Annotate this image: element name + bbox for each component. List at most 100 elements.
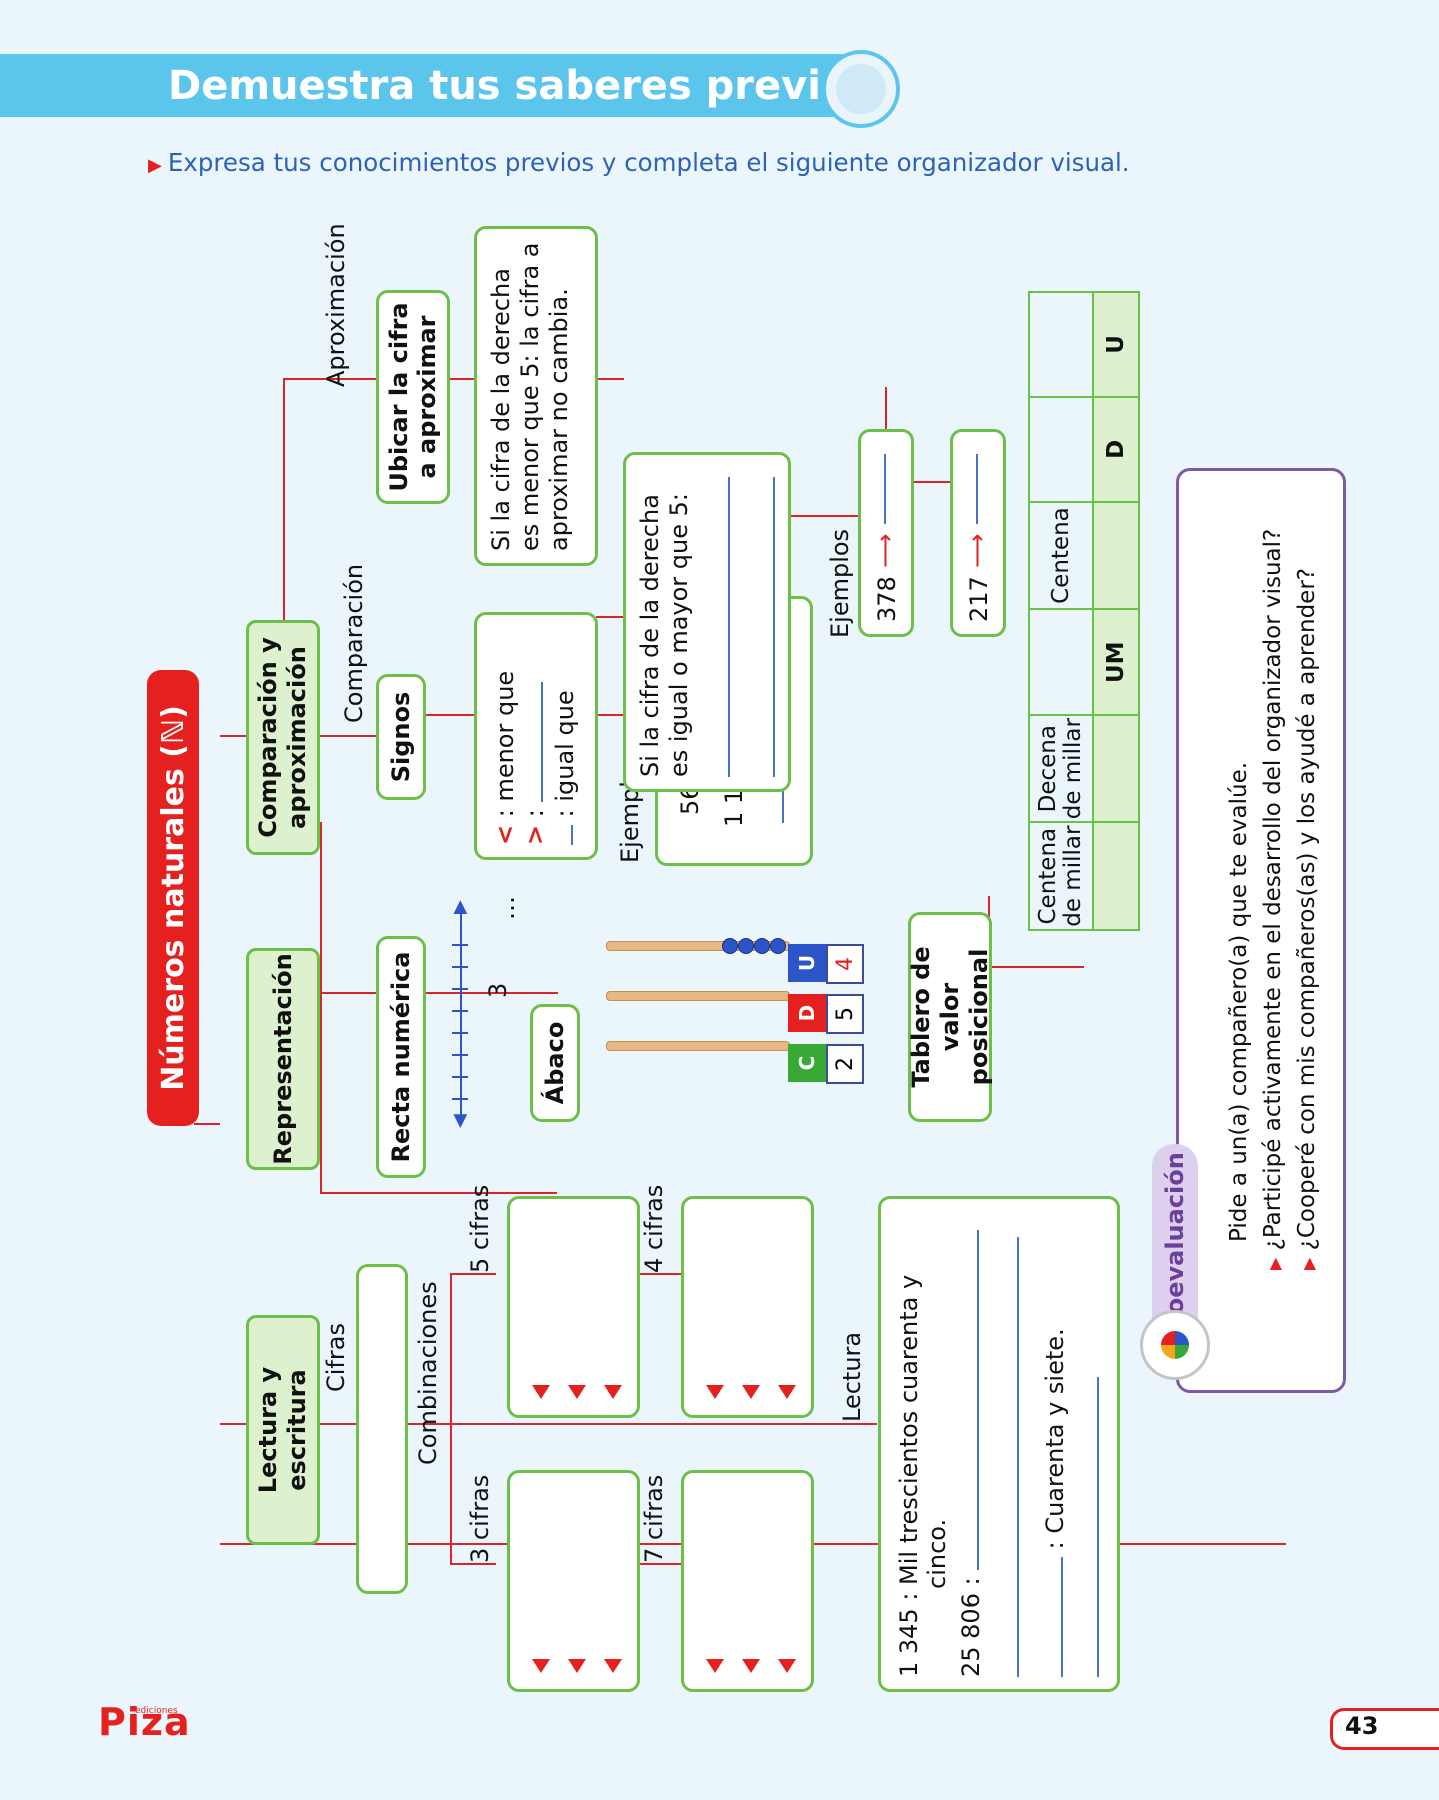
- col-um: UM: [1093, 609, 1139, 716]
- page-number: 43: [1345, 1712, 1379, 1740]
- arrow-right-icon: ⟶: [871, 533, 899, 568]
- sign-lt: <: [491, 824, 519, 845]
- arrow-left-icon: ◀: [449, 1114, 470, 1128]
- box-7-cifras[interactable]: [681, 1470, 814, 1692]
- reading-box: 1 345 : Mil trescientos cuarenta y cinco…: [878, 1196, 1120, 1692]
- example-378: 378 ⟶: [858, 429, 914, 637]
- connector: [450, 1273, 496, 1275]
- col-centena: Centena: [1029, 501, 1094, 610]
- coev-q2: ▶ ¿Cooperé con mis compañeros(as) y los …: [1294, 568, 1320, 1270]
- label-comparacion: Comparación: [340, 563, 368, 723]
- rule-1: Si la cifra de la derecha es menor que 5…: [474, 226, 598, 566]
- box-5-cifras[interactable]: [507, 1196, 640, 1418]
- col-u: U: [1093, 292, 1139, 397]
- page-number-box: [1330, 1708, 1439, 1750]
- cifras-answer-box[interactable]: [356, 1264, 408, 1594]
- connector: [320, 992, 558, 994]
- connector: [220, 1423, 246, 1425]
- abacus-rod: [606, 991, 790, 1001]
- lt-text: menor que: [491, 670, 519, 802]
- coevaluacion-box: Pide a un(a) compañero(a) que te evalúe.…: [1176, 468, 1346, 1393]
- label-aproximacion: Aproximación: [322, 223, 350, 387]
- reading-line-3: : Cuarenta y siete.: [1041, 1328, 1070, 1677]
- box-4-cifras[interactable]: [681, 1196, 814, 1418]
- publisher-logo: Piza: [98, 1700, 191, 1744]
- page-title: Demuestra tus saberes previos: [168, 63, 873, 109]
- label-lectura: Lectura: [838, 1331, 866, 1422]
- connector: [424, 714, 474, 716]
- abacus-bead: [770, 938, 786, 954]
- node-comparacion: Comparación y aproximación: [246, 620, 320, 855]
- box-3-cifras[interactable]: [507, 1470, 640, 1692]
- bullet-icon: ▶: [148, 155, 162, 176]
- header-bar: [0, 54, 850, 117]
- reading-line-1b: cinco.: [923, 1518, 951, 1589]
- label-7-cifras: 7 cifras: [640, 1474, 668, 1563]
- arrow-right-icon: ▶: [449, 900, 470, 914]
- node-lectura: Lectura y escritura: [246, 1315, 320, 1545]
- connector: [596, 378, 624, 380]
- abacus-bead: [738, 938, 754, 954]
- connector: [194, 1123, 220, 1125]
- sign-gt: >: [521, 824, 549, 845]
- col-d: D: [1093, 396, 1139, 502]
- instruction-text: Expresa tus conocimientos previos y comp…: [167, 148, 1130, 177]
- rule-2: Si la cifra de la derecha es igual o may…: [623, 452, 791, 792]
- instruction: ▶Expresa tus conocimientos previos y com…: [148, 148, 1130, 177]
- connector: [320, 822, 322, 1194]
- place-value-table: Centena de millar Decena de millar Cente…: [1028, 291, 1140, 931]
- node-tablero: Tablero de valor posicional: [907, 912, 993, 1122]
- team-icon: [1140, 1310, 1210, 1380]
- label-4-cifras: 4 cifras: [640, 1184, 668, 1273]
- bullet-icon: ▶: [1265, 1257, 1284, 1270]
- connector: [450, 1563, 496, 1565]
- node-ubicar: Ubicar la cifra a aproximar: [376, 290, 450, 504]
- reading-line-1: 1 345 : Mil trescientos cuarenta y: [895, 1274, 923, 1677]
- connector: [640, 1273, 685, 1275]
- digit-u: 4: [826, 944, 864, 984]
- node-recta: Recta numérica: [376, 936, 426, 1178]
- connector: [220, 735, 246, 737]
- reading-line-2b: [997, 1237, 1026, 1677]
- cube-c: C: [788, 1044, 826, 1082]
- label-ejemplos-2: Ejemplos: [826, 528, 854, 638]
- cube-d: D: [788, 994, 826, 1032]
- col-centena-millar: Centena de millar: [1029, 822, 1094, 930]
- root-node: Números naturales (ℕ): [147, 670, 199, 1126]
- reading-line-2: 25 806 :: [957, 1229, 986, 1677]
- node-representacion: Representación: [246, 948, 320, 1170]
- connector: [320, 1192, 557, 1194]
- label-3-cifras: 3 cifras: [466, 1474, 494, 1563]
- signs-box: < : menor que > : : igual que: [474, 612, 598, 860]
- label-combinaciones: Combinaciones: [414, 1281, 442, 1465]
- bullet-icon: ▶: [1299, 1257, 1318, 1270]
- abacus-rod: [606, 1041, 790, 1051]
- connector: [640, 1563, 685, 1565]
- reading-line-3b: [1077, 1377, 1106, 1677]
- eq-text: igual que: [551, 690, 579, 802]
- arrow-right-icon: ⟶: [963, 533, 991, 568]
- molecule-icon: [822, 50, 900, 128]
- connector: [988, 966, 1084, 968]
- publisher-logo-small: ediciones: [135, 1706, 178, 1716]
- number-line: [460, 908, 462, 1120]
- label-5-cifras: 5 cifras: [466, 1184, 494, 1273]
- connector: [596, 616, 624, 618]
- coev-intro: Pide a un(a) compañero(a) que te evalúe.: [1226, 761, 1252, 1242]
- connector: [220, 1543, 221, 1545]
- cube-u: U: [788, 944, 826, 982]
- example-217: 217 ⟶: [950, 429, 1006, 637]
- connector: [327, 1423, 877, 1425]
- coev-q1: ▶ ¿Participé activamente en el desarroll…: [1260, 528, 1286, 1270]
- col-decena-millar: Decena de millar: [1029, 715, 1094, 823]
- label-cifras: Cifras: [322, 1323, 350, 1392]
- abacus-bead: [722, 938, 738, 954]
- tick-dots: …: [492, 896, 520, 920]
- digit-d: 5: [826, 994, 864, 1034]
- connector: [450, 1273, 452, 1565]
- abacus-bead: [754, 938, 770, 954]
- digit-c: 2: [826, 1044, 864, 1084]
- node-abaco: Ábaco: [530, 1004, 580, 1122]
- tick-3: 3: [484, 982, 512, 998]
